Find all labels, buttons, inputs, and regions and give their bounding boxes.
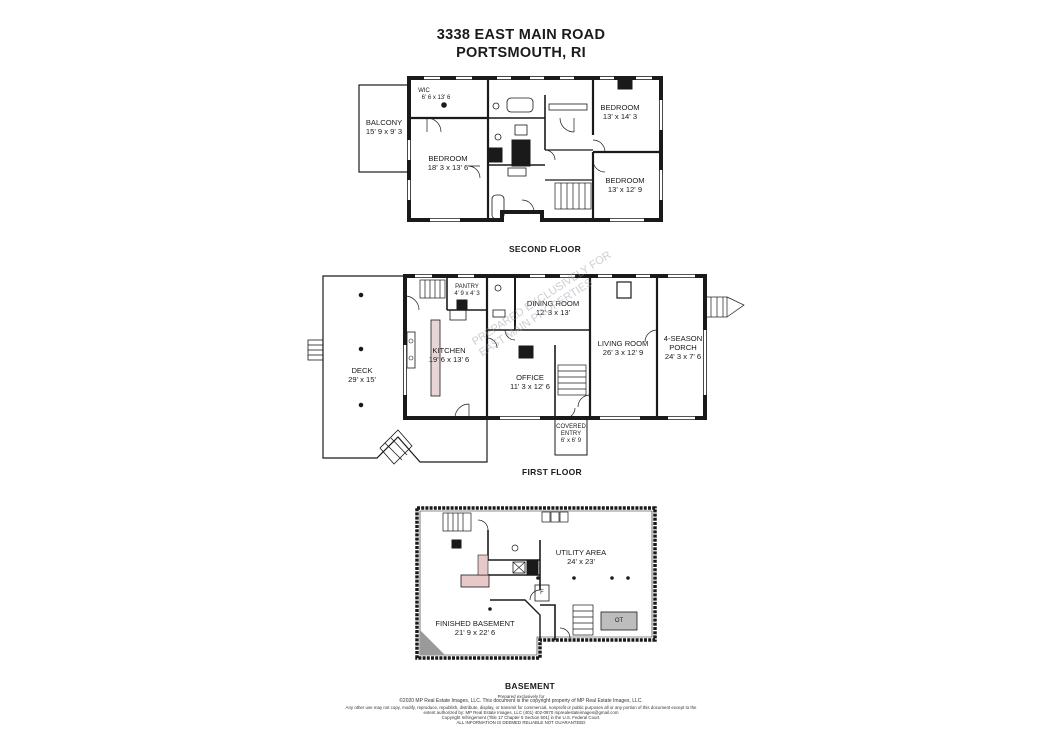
chimney [518,345,534,359]
covered-entry-outline [554,418,588,456]
property-city: PORTSMOUTH, RI [456,45,586,61]
corner-fill [420,630,445,655]
bathtub [491,194,505,220]
wall [490,599,541,640]
basement-plan [415,506,657,660]
sink [507,167,527,177]
pantry-block [456,299,468,311]
panel [550,511,560,523]
windows [407,76,663,222]
room-deck: DECK 29' x 15' [348,366,376,384]
toilet [492,102,500,110]
second-floor-plan [358,76,663,222]
room-living: LIVING ROOM 26' 3 x 12' 9 [597,339,649,357]
fireplace [616,281,632,299]
room-dims-wic: 6' 6 x 13' 6 [421,95,451,101]
second-floor-title: SECOND FLOOR [508,244,582,254]
water-heater [512,561,526,574]
room-pantry: PANTRY 4' 9 x 4' 3 [454,284,480,297]
footer-prepared: Prepared exclusively for [497,694,545,699]
room-kitchen: KITCHEN 19' 6 x 13' 6 [428,346,470,364]
panel [559,511,569,523]
room-bedroom-northeast: BEDROOM 13' x 14' 3 [600,103,640,121]
toilet [494,284,502,292]
footer-disclaimer: ALL INFORMATION IS DEEMED RELIABLE NOT G… [456,720,586,725]
room-covered-entry: COVERED ENTRY 6' x 6' 9 [556,424,586,444]
deck-post [358,346,364,352]
chimney [511,139,531,167]
kitchen-island [430,319,441,397]
stairs [442,512,594,636]
toilet [511,544,519,552]
room-utility: UTILITY AREA 24' x 23' [555,548,607,566]
closet-shelf [548,103,588,111]
basement-title: BASEMENT [504,681,556,691]
fill-block [526,559,539,575]
fireplace [617,78,633,90]
panel [541,511,551,523]
deck-post [358,402,364,408]
room-dining: DINING ROOM 12' 3 x 13' [526,299,580,317]
room-porch: 4-SEASON PORCH 24' 3 x 7' 6 [663,334,703,361]
door-swings [477,519,571,639]
property-address: 3338 EAST MAIN ROAD [436,27,606,43]
sink [492,309,506,318]
support-posts [488,576,630,611]
fridge [449,309,467,321]
footer-contact: extent authorized by: MP Real Estate Ima… [423,710,619,715]
bar-counter [477,554,489,576]
stove-burner [408,355,414,361]
first-floor-title: FIRST FLOOR [522,467,582,477]
oil-tank [600,611,638,631]
footer-usage: Any other use may not copy, modify, repr… [345,705,697,710]
room-balcony: BALCONY 15' 9 x 9' 3 [365,118,403,136]
door-swings [426,117,606,213]
furnace-label: F [540,590,544,596]
windows [403,274,707,420]
footer-copyright: ©2020 MP Real Estate Images, LLC. This d… [399,698,643,704]
toilet [494,133,502,141]
wall [540,604,556,640]
room-bedroom-main: BEDROOM 18' 3 x 13' 6 [427,154,469,172]
room-label-wic: WIC [418,88,430,94]
bathtub [506,97,534,113]
stairs [554,182,592,210]
footer-infringement: Copyright Infringement (Title 17 Chapter… [441,715,601,720]
first-floor-plan [307,274,745,465]
room-finished-basement: FINISHED BASEMENT 21' 9 x 22' 6 [435,619,515,637]
vanity [514,124,528,136]
door-swings [404,295,658,419]
room-bedroom-southeast: BEDROOM 13' x 12' 9 [605,176,645,194]
stairs [419,279,745,396]
deck-post [358,292,364,298]
oil-tank-label: OT [614,618,624,624]
deck-stairs [307,339,413,465]
fill-block [451,539,462,549]
kitchen-counter [406,331,416,369]
wic-pole [441,102,447,108]
room-office: OFFICE 11' 3 x 12' 6 [510,373,550,391]
bar-counter [460,574,490,588]
chase [487,147,503,163]
furnace [534,584,550,602]
stove-burner [408,338,414,344]
